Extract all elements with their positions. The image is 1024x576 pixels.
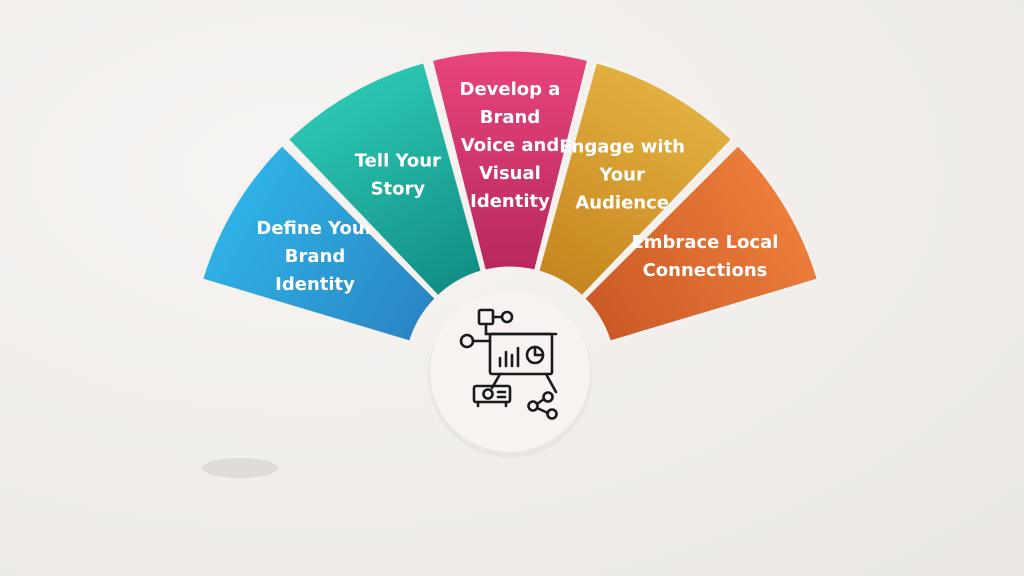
segment-local-label-line: Embrace Local — [632, 232, 779, 253]
segment-local-shape — [581, 142, 821, 345]
segment-define-label-line: Brand — [285, 246, 345, 267]
segment-engage-shape — [535, 59, 735, 299]
center-disc — [430, 292, 590, 452]
segment-engage-label-line: Engage with — [559, 137, 685, 158]
presentation-board-icon — [459, 308, 558, 420]
center-badge — [428, 292, 592, 458]
segment-voice-label-line: Develop a — [460, 79, 561, 100]
segment-voice-label-line: Voice and — [461, 135, 559, 156]
segment-define-shape — [199, 142, 439, 345]
segment-story-shape — [285, 59, 485, 299]
segment-voice-shape — [429, 48, 591, 273]
segment-voice-label-line: Brand — [480, 107, 540, 128]
segment-engage-label-line: Your — [598, 165, 645, 186]
segment-story-label-line: Tell Your — [355, 151, 441, 172]
segment-story-label-line: Story — [371, 179, 426, 200]
segment-define-label-line: Define Your — [256, 218, 373, 239]
segment-voice-label-line: Identity — [470, 191, 550, 212]
segment-define-label-line: Identity — [275, 274, 355, 295]
segment-local-label-line: Connections — [643, 260, 768, 281]
segment-engage-label-line: Audience — [575, 193, 669, 214]
segment-voice-label-line: Visual — [479, 163, 541, 184]
